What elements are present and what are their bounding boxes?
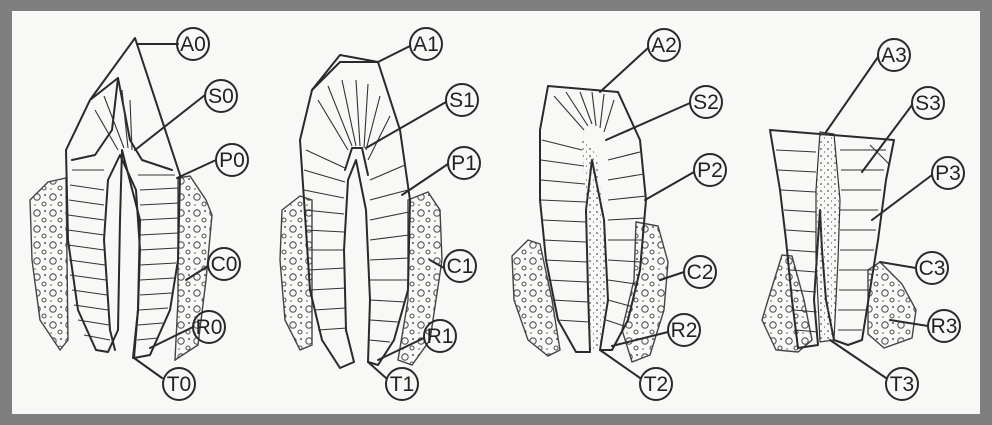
label-R1: R1: [427, 325, 454, 348]
label-T3: T3: [890, 373, 915, 396]
pulp-0: [104, 155, 140, 358]
label-A2: A2: [651, 34, 677, 57]
label-S3: S3: [915, 92, 941, 115]
label-C0: C0: [211, 253, 238, 276]
label-T2: T2: [644, 373, 669, 396]
label-C1: C1: [447, 255, 474, 278]
label-T0: T0: [167, 373, 192, 396]
pulp-3: [816, 132, 840, 342]
label-R3: R3: [931, 315, 958, 338]
tooth-1: [280, 55, 442, 368]
label-C3: C3: [919, 257, 946, 280]
label-A3: A3: [881, 44, 907, 67]
label-S2: S2: [693, 91, 719, 114]
tooth-0: [30, 38, 212, 360]
tooth-3: [762, 130, 916, 352]
label-P3: P3: [935, 162, 961, 185]
tooth-outline-0: [66, 38, 180, 358]
label-S1: S1: [449, 89, 475, 112]
label-P2: P2: [697, 159, 723, 182]
label-S0: S0: [208, 85, 234, 108]
label-P0: P0: [219, 149, 245, 172]
label-A0: A0: [180, 33, 206, 56]
pulp-2: [582, 140, 606, 352]
label-P1: P1: [451, 152, 477, 175]
bone-0: [30, 178, 68, 350]
tooth-2: [512, 86, 668, 362]
label-T1: T1: [390, 373, 415, 396]
label-R0: R0: [196, 316, 223, 339]
label-R2: R2: [671, 319, 698, 342]
label-A1: A1: [413, 33, 439, 56]
label-C2: C2: [687, 261, 714, 284]
